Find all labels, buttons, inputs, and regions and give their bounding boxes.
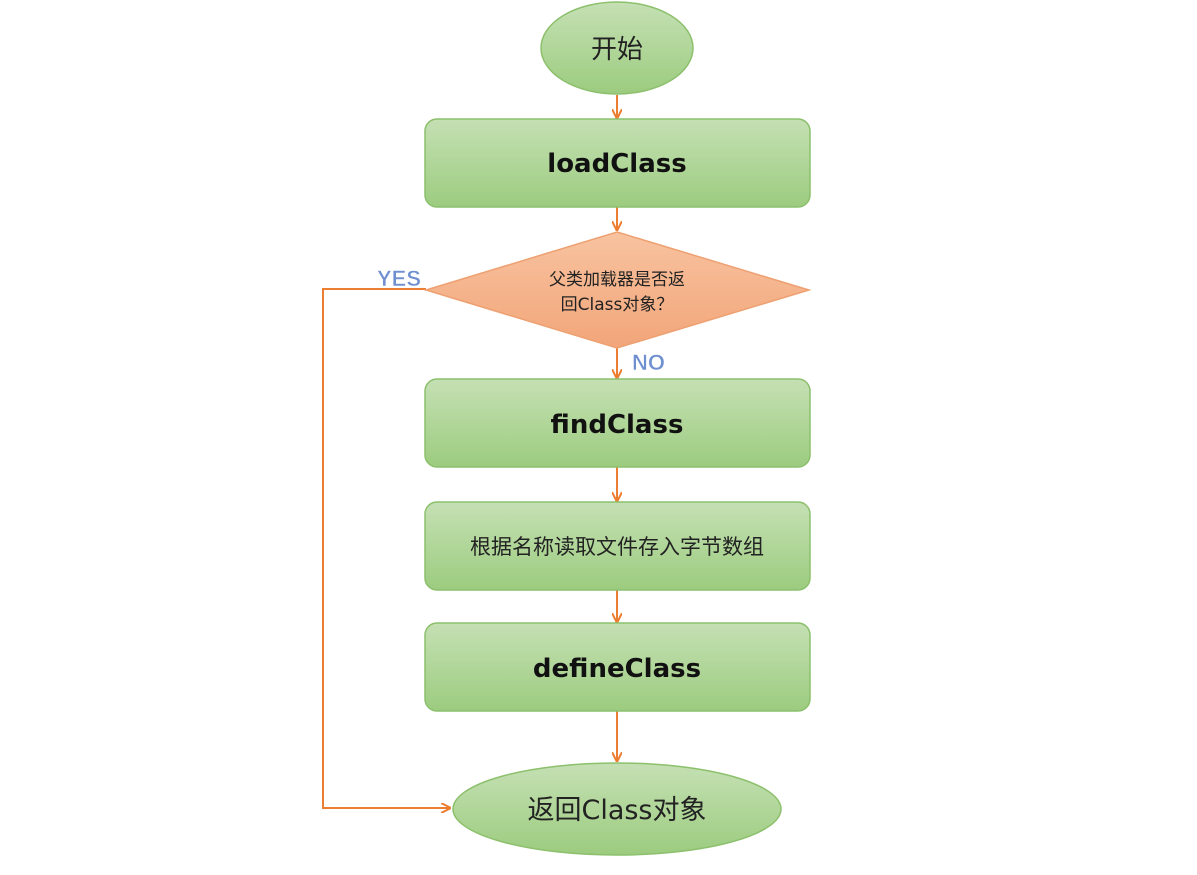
arrow-decision-yes-to-return bbox=[322, 288, 449, 808]
defineclass-label: defineClass bbox=[533, 654, 701, 684]
decision-node bbox=[423, 231, 812, 349]
start-node bbox=[540, 1, 694, 95]
no-branch-label: NO bbox=[632, 350, 665, 375]
decision-label-line2: 回Class对象？ bbox=[561, 295, 674, 315]
loadclass-label: loadClass bbox=[547, 149, 686, 179]
yes-branch-label: YES bbox=[377, 266, 421, 291]
defineclass-node bbox=[424, 622, 811, 712]
connectors bbox=[322, 95, 617, 808]
findclass-label: findClass bbox=[551, 410, 684, 440]
read-bytes-label: 根据名称读取文件存入字节数组 bbox=[470, 535, 764, 559]
read-bytes-node bbox=[424, 501, 811, 591]
return-class-node bbox=[452, 762, 782, 856]
decision-label-line1: 父类加载器是否返 bbox=[549, 270, 685, 290]
return-class-label: 返回Class对象 bbox=[527, 795, 706, 826]
findclass-node bbox=[424, 378, 811, 468]
start-label: 开始 bbox=[591, 35, 643, 65]
loadclass-node bbox=[424, 118, 811, 208]
